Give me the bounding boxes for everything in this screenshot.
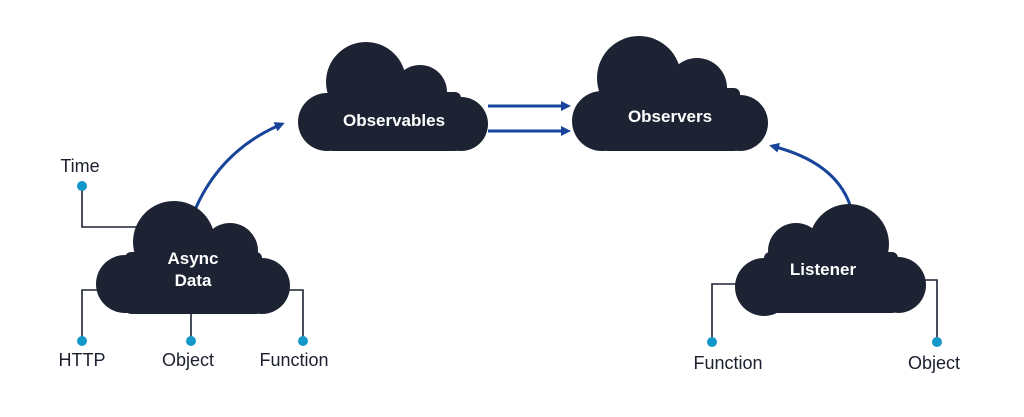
object-left-label: Object xyxy=(162,350,214,370)
http-label: HTTP xyxy=(59,350,106,370)
function-left-label: Function xyxy=(259,350,328,370)
function-right-label: Function xyxy=(693,353,762,373)
time-dot xyxy=(77,181,87,191)
listener-label: Listener xyxy=(790,260,857,279)
time-label: Time xyxy=(60,156,99,176)
arrow-listener-to-observers xyxy=(769,142,852,206)
async-data-label-line2: Data xyxy=(175,271,212,290)
wire-http xyxy=(81,289,101,340)
object-right-label: Object xyxy=(908,353,960,373)
wire-object-right xyxy=(921,279,938,342)
function-right-dot xyxy=(707,337,717,347)
http-dot xyxy=(77,336,87,346)
wire-function-right xyxy=(711,283,738,342)
async-data-label-line1: Async xyxy=(167,249,218,268)
observables-label: Observables xyxy=(343,111,445,130)
wire-time xyxy=(81,186,136,228)
function-left-dot xyxy=(298,336,308,346)
object-right-dot xyxy=(932,337,942,347)
object-left-dot xyxy=(186,336,196,346)
observables-cloud: Observables xyxy=(298,42,488,151)
observers-label: Observers xyxy=(628,107,712,126)
arrow-async-to-observables xyxy=(192,122,285,213)
async-data-cloud: Async Data xyxy=(96,201,290,314)
listener-cloud: Listener xyxy=(735,204,926,316)
observers-cloud: Observers xyxy=(572,36,768,151)
